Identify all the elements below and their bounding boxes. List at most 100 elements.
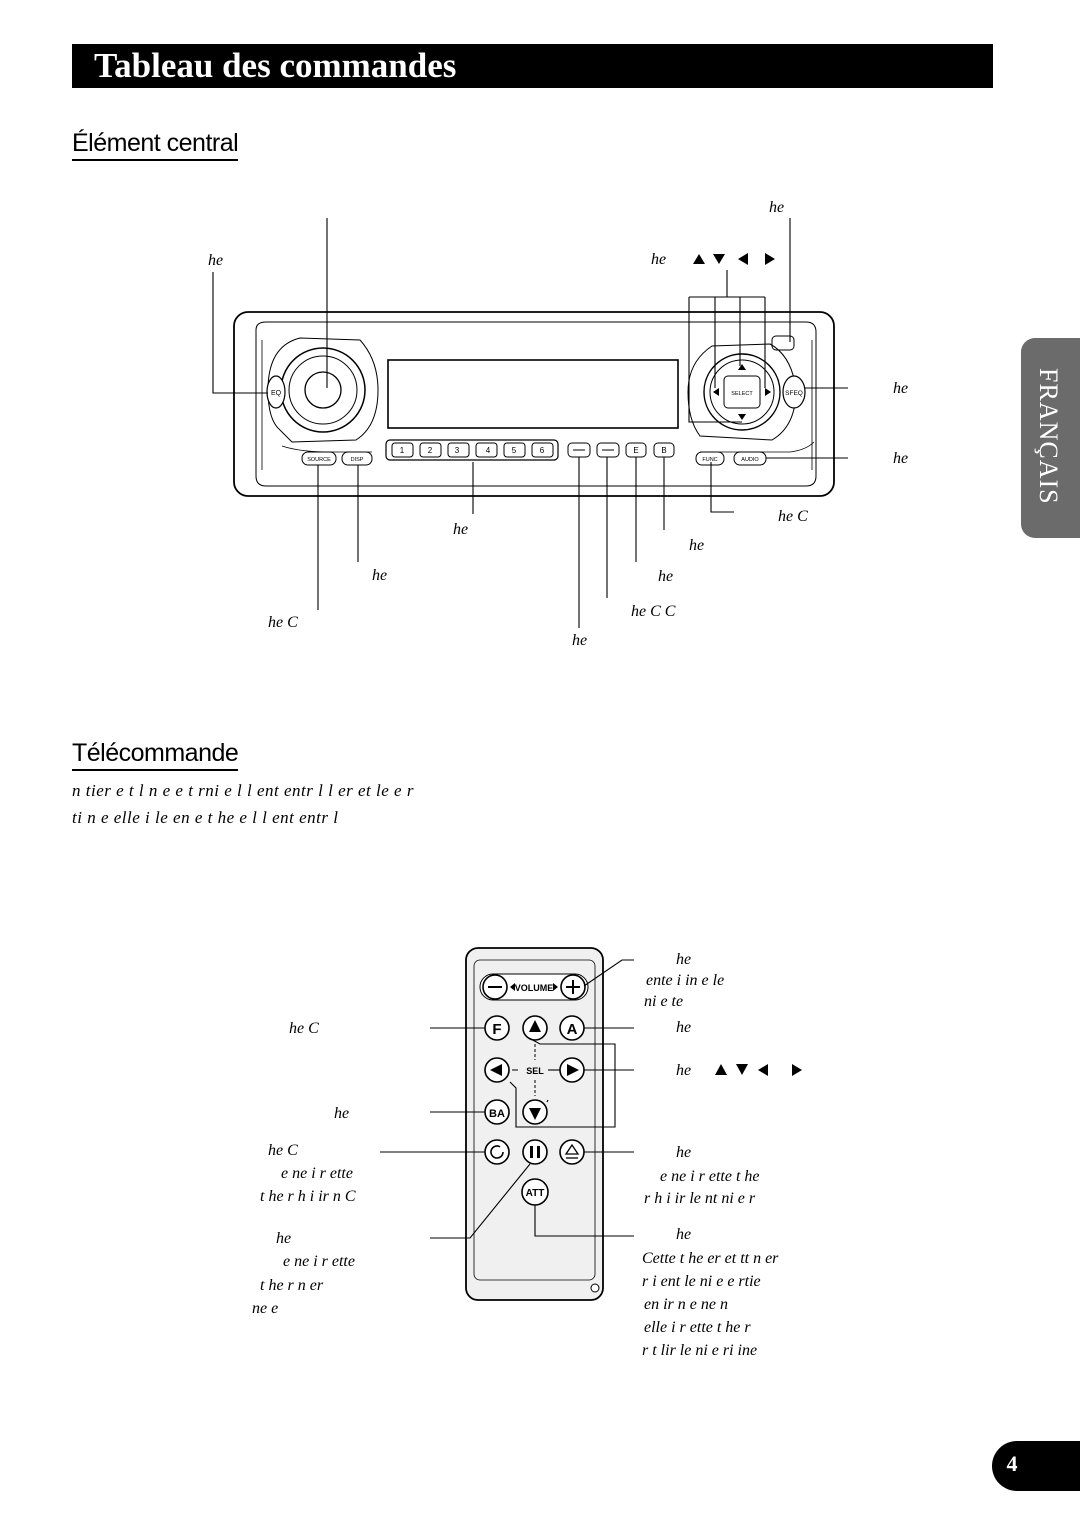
label-sfeq: he	[893, 380, 909, 397]
language-tab-label: FRANÇAIS	[1034, 368, 1063, 505]
head-unit-body	[233, 311, 835, 497]
label-right-icon	[765, 253, 775, 265]
label-left-icon	[738, 253, 748, 265]
display-panel	[387, 359, 679, 429]
preset-4-label: 4	[486, 446, 491, 455]
ba-button	[484, 1099, 510, 1125]
volume-down-button	[482, 974, 508, 1000]
remote-label-right-mid-1: he	[676, 1144, 692, 1161]
label-source: he C	[268, 614, 298, 631]
sel-label: SEL	[526, 1066, 544, 1076]
remote-label-right-bottom-3: r i ent le ni e e rtie	[642, 1273, 761, 1290]
section-title-remote: Télécommande	[72, 738, 239, 771]
sfeq-button-label: SFEQ	[785, 390, 803, 397]
remote-label-arrows: he	[676, 1062, 692, 1079]
label-disp: he	[372, 567, 388, 584]
label-minus-2: he C C	[631, 603, 676, 620]
volume-knob	[280, 347, 366, 433]
preset-6-label: 6	[540, 446, 545, 455]
f-button	[484, 1015, 510, 1041]
volume-label: VOLUME	[515, 983, 554, 993]
remote-label-volume-2: ente i in e le	[646, 972, 725, 989]
disp-button	[341, 451, 373, 466]
func-button	[695, 451, 725, 466]
remote-label-left-bottom-2: e ne i r ette	[283, 1253, 355, 1270]
label-audio: he	[893, 450, 909, 467]
remote-label-left-lower-1: he C	[268, 1142, 298, 1159]
label-eq: he	[208, 252, 224, 269]
minus-button-1	[567, 442, 591, 458]
remote-label-right-bottom-5: elle i r ette t he r	[644, 1319, 751, 1336]
label-joystick: he	[651, 251, 667, 268]
label-up-icon	[693, 254, 705, 264]
down-icon	[529, 1108, 541, 1120]
joystick-right-icon	[765, 388, 771, 396]
label-b: he	[689, 537, 705, 554]
remote-label-right-bottom-4: en ir n e ne n	[644, 1296, 728, 1313]
power-button	[484, 1139, 510, 1165]
preset-bar	[385, 439, 559, 461]
right-button	[559, 1057, 585, 1083]
label-minus-1: he	[572, 632, 588, 649]
minus-button-2	[596, 442, 620, 458]
language-tab: FRANÇAIS	[1021, 338, 1080, 538]
eject-button	[559, 1139, 585, 1165]
remote-intro-line-2: ti n e elle i le en e t he e l l ent ent…	[72, 808, 339, 827]
remote-label-left-icon	[758, 1064, 768, 1076]
e-button	[625, 442, 647, 458]
joystick-ring	[703, 353, 781, 431]
att-button-label: ATT	[526, 1188, 545, 1199]
left-button	[484, 1057, 510, 1083]
page-title-banner: Tableau des commandes	[72, 44, 993, 88]
section-title-head-unit: Élément central	[72, 128, 239, 161]
eq-button-label: EQ	[271, 390, 282, 397]
preset-1-label: 1	[400, 446, 405, 455]
remote-label-volume-3: ni e te	[644, 993, 684, 1010]
eq-button: EQ	[266, 375, 286, 409]
page-number: 4	[1006, 1451, 1018, 1476]
right-icon	[567, 1064, 579, 1076]
remote-label-right-mid-3: r h i ir le nt ni e r	[644, 1190, 756, 1207]
joystick-down-icon	[738, 414, 746, 420]
remote-label-right-mid-2: e ne i r ette t he	[660, 1168, 760, 1185]
preset-5-label: 5	[512, 446, 517, 455]
remote-label-a: he	[676, 1019, 692, 1036]
remote-label-left-lower-3: t he r h i ir n C	[260, 1188, 356, 1205]
label-detach: he	[769, 199, 785, 216]
pause-button	[522, 1139, 548, 1165]
remote-body	[465, 947, 604, 1301]
remote-label-up-icon	[715, 1064, 727, 1075]
remote-label-volume-1: he	[676, 951, 692, 968]
preset-buttons: 1 2 3 4 5 6	[391, 442, 554, 458]
remote-label-left-lower-2: e ne i r ette	[281, 1165, 353, 1182]
select-button-label: SELECT	[731, 391, 753, 397]
remote-label-left-bottom-4: ne e	[252, 1300, 279, 1317]
disp-button-label: DISP	[351, 457, 364, 463]
source-button-label: SOURCE	[307, 457, 331, 463]
down-button	[522, 1099, 548, 1125]
page-title: Tableau des commandes	[94, 46, 457, 85]
b-button	[653, 442, 675, 458]
sfeq-button: SFEQ	[782, 375, 806, 409]
b-button-label: B	[661, 446, 666, 455]
remote-label-down-icon	[736, 1064, 748, 1075]
power-icon	[490, 1145, 504, 1159]
a-button	[559, 1015, 585, 1041]
source-button	[301, 451, 337, 466]
remote-label-f: he C	[289, 1020, 319, 1037]
joystick-up-icon	[738, 364, 746, 370]
remote-label-left-bottom-3: t he r n er	[260, 1277, 324, 1294]
remote-label-ba: he	[334, 1105, 350, 1122]
audio-button-label: AUDIO	[741, 457, 759, 463]
ba-button-label: BA	[489, 1108, 505, 1120]
remote-intro-line-1: n tier e t l n e e t rni e l l ent entr …	[72, 781, 414, 800]
remote-label-right-bottom-6: r t lir le ni e ri ine	[642, 1342, 758, 1359]
a-button-label: A	[567, 1021, 578, 1038]
remote-label-right-icon	[792, 1064, 802, 1076]
left-icon	[490, 1064, 502, 1076]
preset-2-label: 2	[428, 446, 433, 455]
audio-button	[733, 451, 767, 466]
joystick-left-icon	[713, 388, 719, 396]
up-icon	[529, 1020, 541, 1032]
remote-label-left-bottom-1: he	[276, 1230, 292, 1247]
